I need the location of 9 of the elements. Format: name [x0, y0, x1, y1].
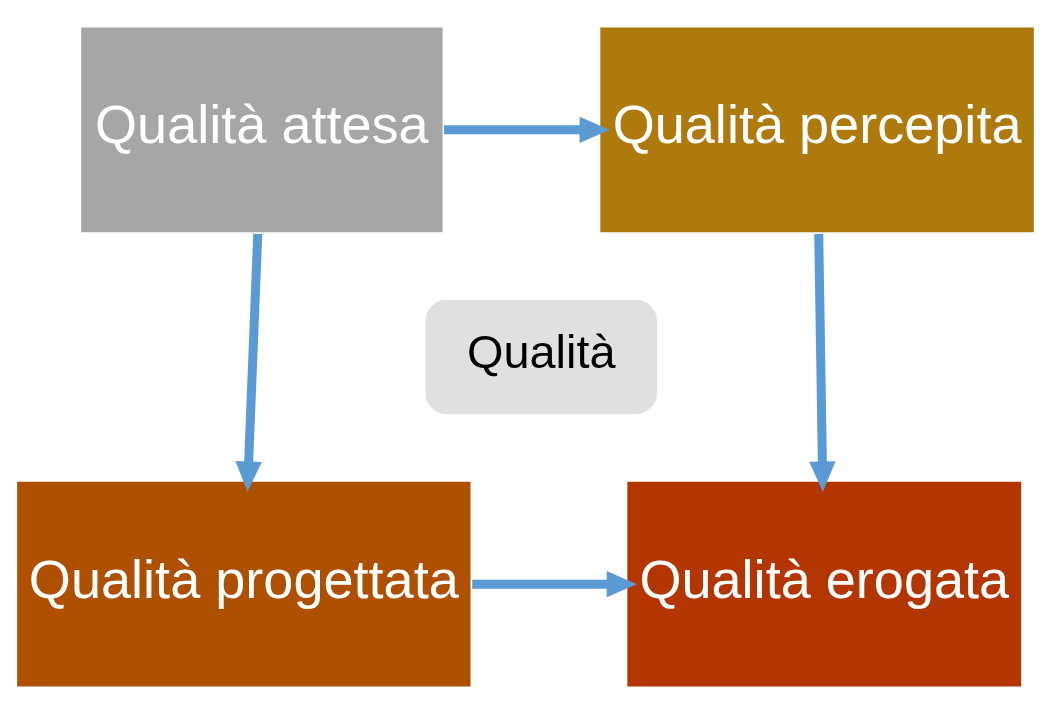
- arrow: [444, 116, 610, 143]
- arrow: [235, 233, 263, 492]
- node-box: Qualità erogata: [624, 478, 1024, 689]
- arrow: [809, 233, 836, 492]
- node-box: Qualità: [422, 296, 660, 417]
- node-box: Qualità progettata: [14, 478, 474, 689]
- arrow: [472, 570, 637, 597]
- node-box: Qualità attesa: [78, 24, 446, 235]
- node-box: Qualità percepita: [597, 24, 1037, 235]
